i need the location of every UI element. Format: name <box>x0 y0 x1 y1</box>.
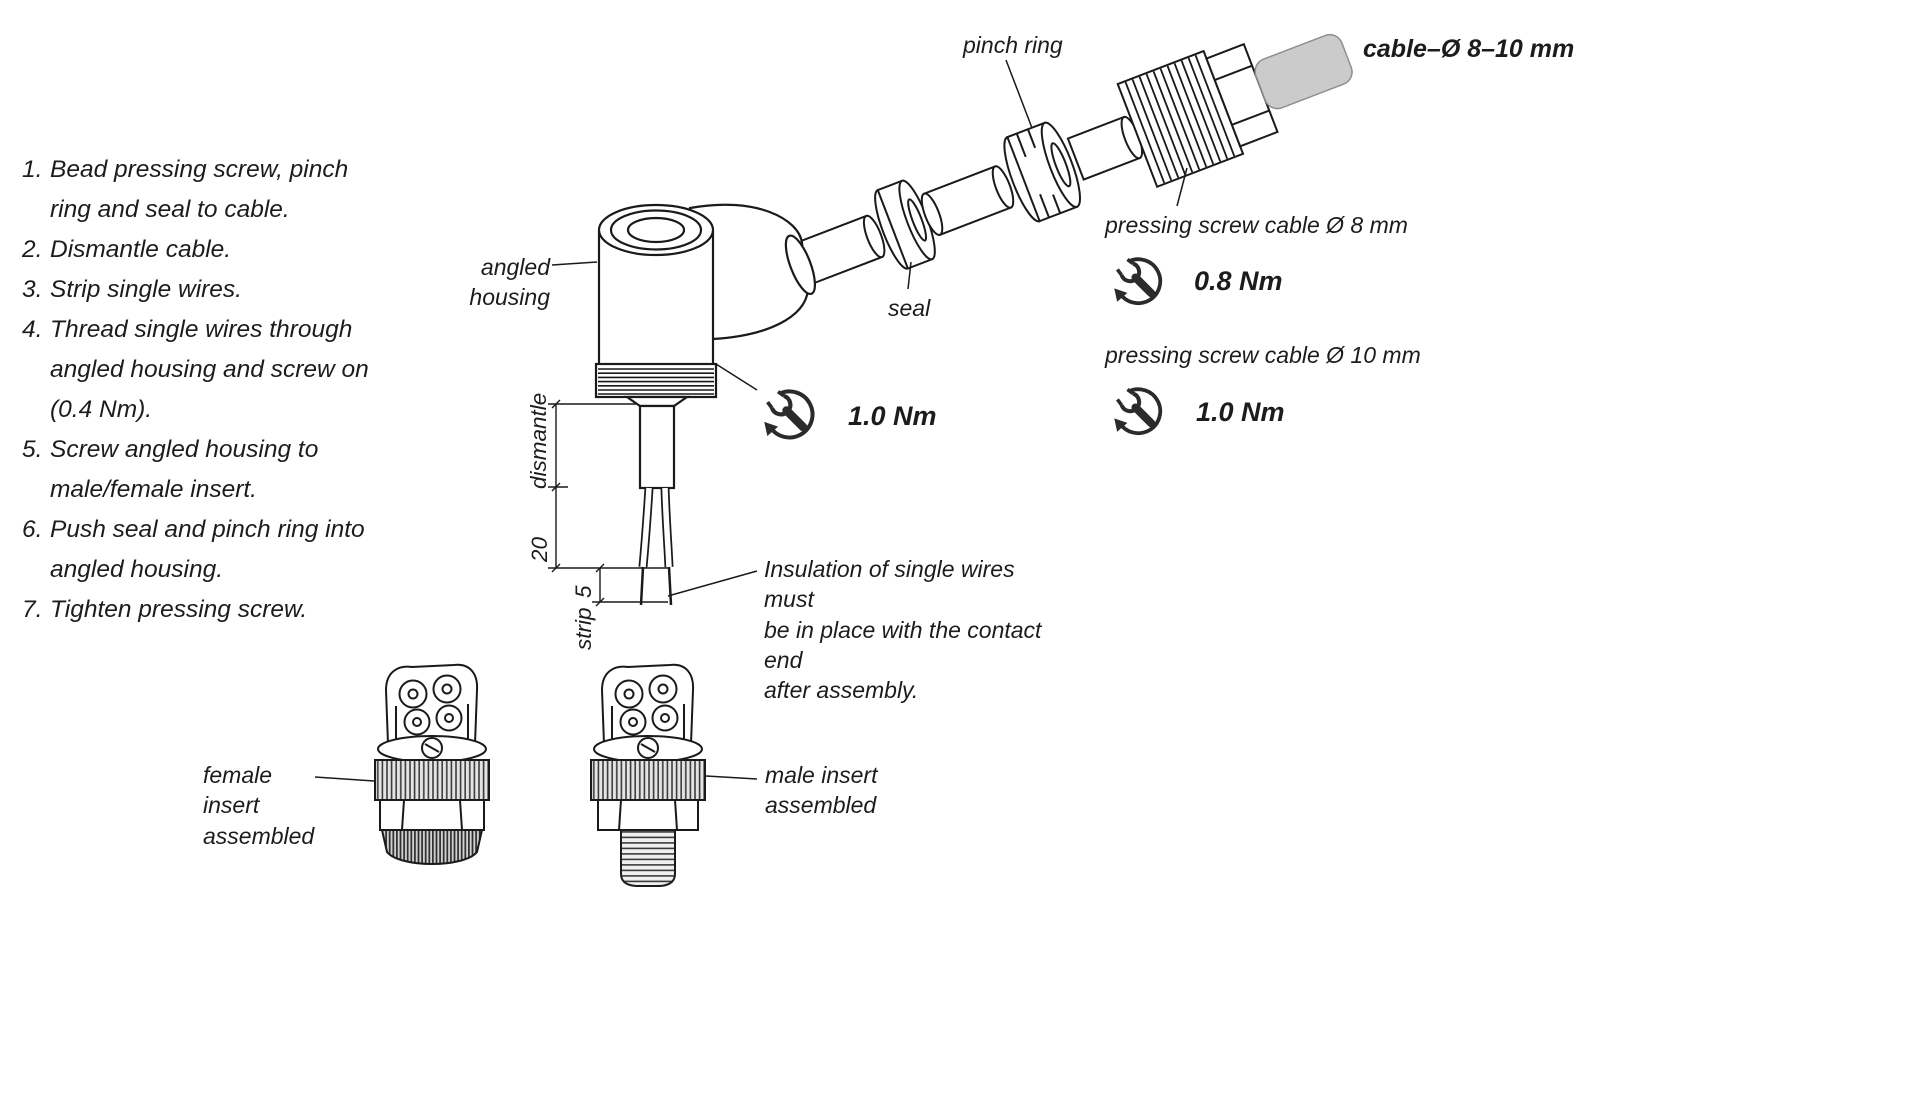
leader-pressing-screw <box>1176 167 1188 207</box>
leader-angled-housing <box>551 261 598 266</box>
torque-wrench-icon-8mm <box>1114 259 1160 303</box>
torque-value-8mm: 0.8 Nm <box>1194 266 1283 296</box>
instruction-number: 3. <box>22 276 43 303</box>
instruction-number: 1. <box>22 156 43 183</box>
leader-housing-torque <box>715 363 758 391</box>
instruction-number: 6. <box>22 516 43 543</box>
instruction-item-7: 7. Tighten pressing screw. <box>22 590 394 630</box>
pinch-ring-drawing <box>1003 121 1081 223</box>
label-angled-housing: angled housing <box>469 254 550 311</box>
instruction-text: Thread single wires through angled housi… <box>50 316 369 423</box>
angled-housing-body-drawing <box>594 203 817 490</box>
dimension-lines <box>548 399 668 607</box>
cable-tube-drawing <box>920 165 1015 237</box>
instruction-text: Strip single wires. <box>50 276 242 303</box>
dim-strip-label: strip <box>571 607 596 650</box>
leader-lines <box>314 59 1188 782</box>
female-insert-drawing <box>374 663 490 865</box>
cable-assembly-drawing <box>788 33 1353 288</box>
instruction-item-6: 6. Push seal and pinch ring into angled … <box>22 510 394 590</box>
dim-dismantle-label: dismantle <box>526 393 551 489</box>
dim-20-label: 20 <box>527 536 552 563</box>
leader-seal <box>907 261 912 290</box>
instruction-text: Bead pressing screw, pinch ring and seal… <box>50 156 349 223</box>
instruction-item-3: 3. Strip single wires. <box>22 270 394 310</box>
torque-wrench-icon-housing <box>764 391 812 437</box>
label-male-insert: male insert assembled <box>765 762 878 819</box>
instruction-item-5: 5. Screw angled housing to male/female i… <box>22 430 394 510</box>
label-insulation-note: Insulation of single wires must be in pl… <box>764 556 1042 704</box>
male-insert-drawing <box>590 663 706 887</box>
dimension-labels: dismantle 20 5 strip <box>526 393 596 650</box>
dim-5-label: 5 <box>571 585 596 598</box>
instruction-text: Dismantle cable. <box>50 236 232 263</box>
leader-male-insert <box>705 775 758 780</box>
instruction-text: Tighten pressing screw. <box>50 596 308 623</box>
instruction-number: 7. <box>22 596 43 623</box>
instruction-item-2: 2. Dismantle cable. <box>22 230 394 270</box>
instruction-text: Screw angled housing to male/female inse… <box>50 436 319 503</box>
label-pinch-ring: pinch ring <box>963 32 1063 58</box>
label-cable-spec: cable–Ø 8–10 mm <box>1363 35 1575 63</box>
leader-insulation-note <box>667 570 758 597</box>
seal-drawing <box>874 179 936 270</box>
instruction-number: 4. <box>22 316 43 343</box>
torque-value-housing: 1.0 Nm <box>848 401 937 431</box>
instruction-text: Push seal and pinch ring into angled hou… <box>50 516 365 583</box>
leader-pinch-ring <box>1005 59 1033 129</box>
instruction-number: 2. <box>22 236 43 263</box>
instruction-item-1: 1. Bead pressing screw, pinch ring and s… <box>22 150 394 230</box>
label-seal: seal <box>888 295 931 321</box>
instruction-number: 5. <box>22 436 43 463</box>
wires-drawing <box>638 487 674 606</box>
pressing-screw-drawing <box>1116 42 1279 189</box>
label-pressing-screw-10mm: pressing screw cable Ø 10 mm <box>1105 342 1421 368</box>
label-female-insert: female insert assembled <box>203 762 315 849</box>
torque-wrench-icon-10mm <box>1114 389 1160 433</box>
label-pressing-screw-8mm: pressing screw cable Ø 8 mm <box>1105 212 1408 238</box>
torque-value-10mm: 1.0 Nm <box>1196 397 1285 427</box>
instruction-list: 1. Bead pressing screw, pinch ring and s… <box>22 150 394 630</box>
leader-female-insert <box>314 776 375 782</box>
instruction-item-4: 4. Thread single wires through angled ho… <box>22 310 394 430</box>
cable-drawing <box>1254 33 1353 110</box>
